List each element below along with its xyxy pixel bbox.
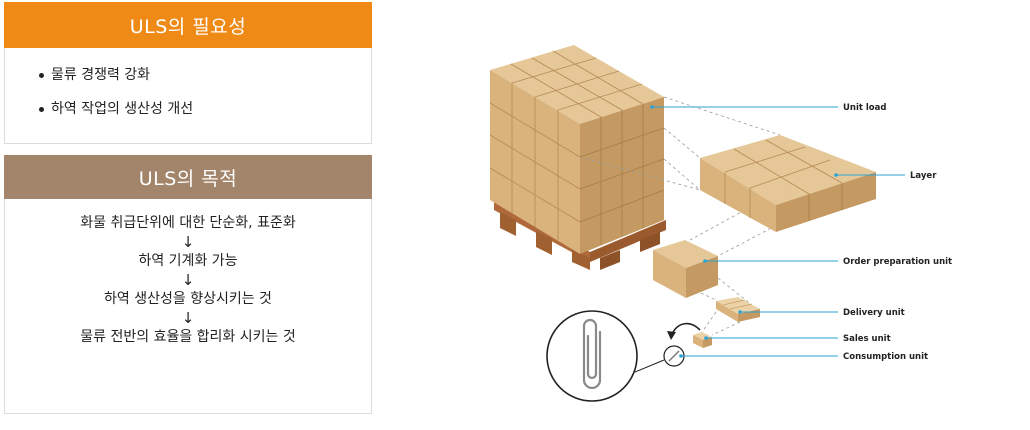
purpose-step-1: 화물 취급단위에 대한 단순화, 표준화 xyxy=(80,215,296,231)
need-panel-body: 물류 경쟁력 강화 하역 작업의 생산성 개선 xyxy=(4,48,372,144)
need-item-productivity: 하역 작업의 생산성 개선 xyxy=(39,100,371,118)
leader-lines xyxy=(652,106,905,357)
label-consumption-unit: Consumption unit xyxy=(843,352,928,362)
order-preparation-box xyxy=(653,240,718,298)
leader-dots xyxy=(650,105,838,358)
need-item-competitiveness: 물류 경쟁력 강화 xyxy=(39,66,371,84)
layer-boxes xyxy=(700,135,876,232)
paperclip-icon xyxy=(546,310,638,402)
magnifier-connector xyxy=(634,359,665,373)
purpose-step-2: 하역 기계화 가능 xyxy=(138,253,238,269)
down-arrow-icon: ↓ xyxy=(181,271,195,289)
label-order-preparation-unit: Order preparation unit xyxy=(843,257,952,267)
need-list: 물류 경쟁력 강화 하역 작업의 생산성 개선 xyxy=(39,66,371,118)
curved-arrow-icon xyxy=(671,322,701,335)
purpose-panel: ULS의 목적 화물 취급단위에 대한 단순화, 표준화 ↓ 하역 기계화 가능… xyxy=(4,155,372,414)
purpose-panel-title: ULS의 목적 xyxy=(4,155,372,199)
purpose-step-3: 하역 생산성을 향상시키는 것 xyxy=(104,291,272,307)
unit-load-stack xyxy=(489,45,665,254)
need-panel-title: ULS의 필요성 xyxy=(4,2,372,48)
purpose-step-4: 물류 전반의 효율을 합리화 시키는 것 xyxy=(80,329,296,345)
label-sales-unit: Sales unit xyxy=(843,334,891,344)
down-arrow-icon: ↓ xyxy=(181,233,195,251)
arrow-head-icon xyxy=(667,331,676,340)
need-panel: ULS의 필요성 물류 경쟁력 강화 하역 작업의 생산성 개선 xyxy=(4,2,372,144)
down-arrow-icon: ↓ xyxy=(181,309,195,327)
purpose-panel-body: 화물 취급단위에 대한 단순화, 표준화 ↓ 하역 기계화 가능 ↓ 하역 생산… xyxy=(4,199,372,414)
label-delivery-unit: Delivery unit xyxy=(843,308,905,318)
label-layer: Layer xyxy=(910,171,937,181)
sales-unit-box xyxy=(693,332,712,348)
delivery-unit-boxes xyxy=(716,297,760,322)
label-unit-load: Unit load xyxy=(843,103,886,113)
unit-load-diagram: Unit load Layer Order preparation unit D… xyxy=(489,45,952,402)
